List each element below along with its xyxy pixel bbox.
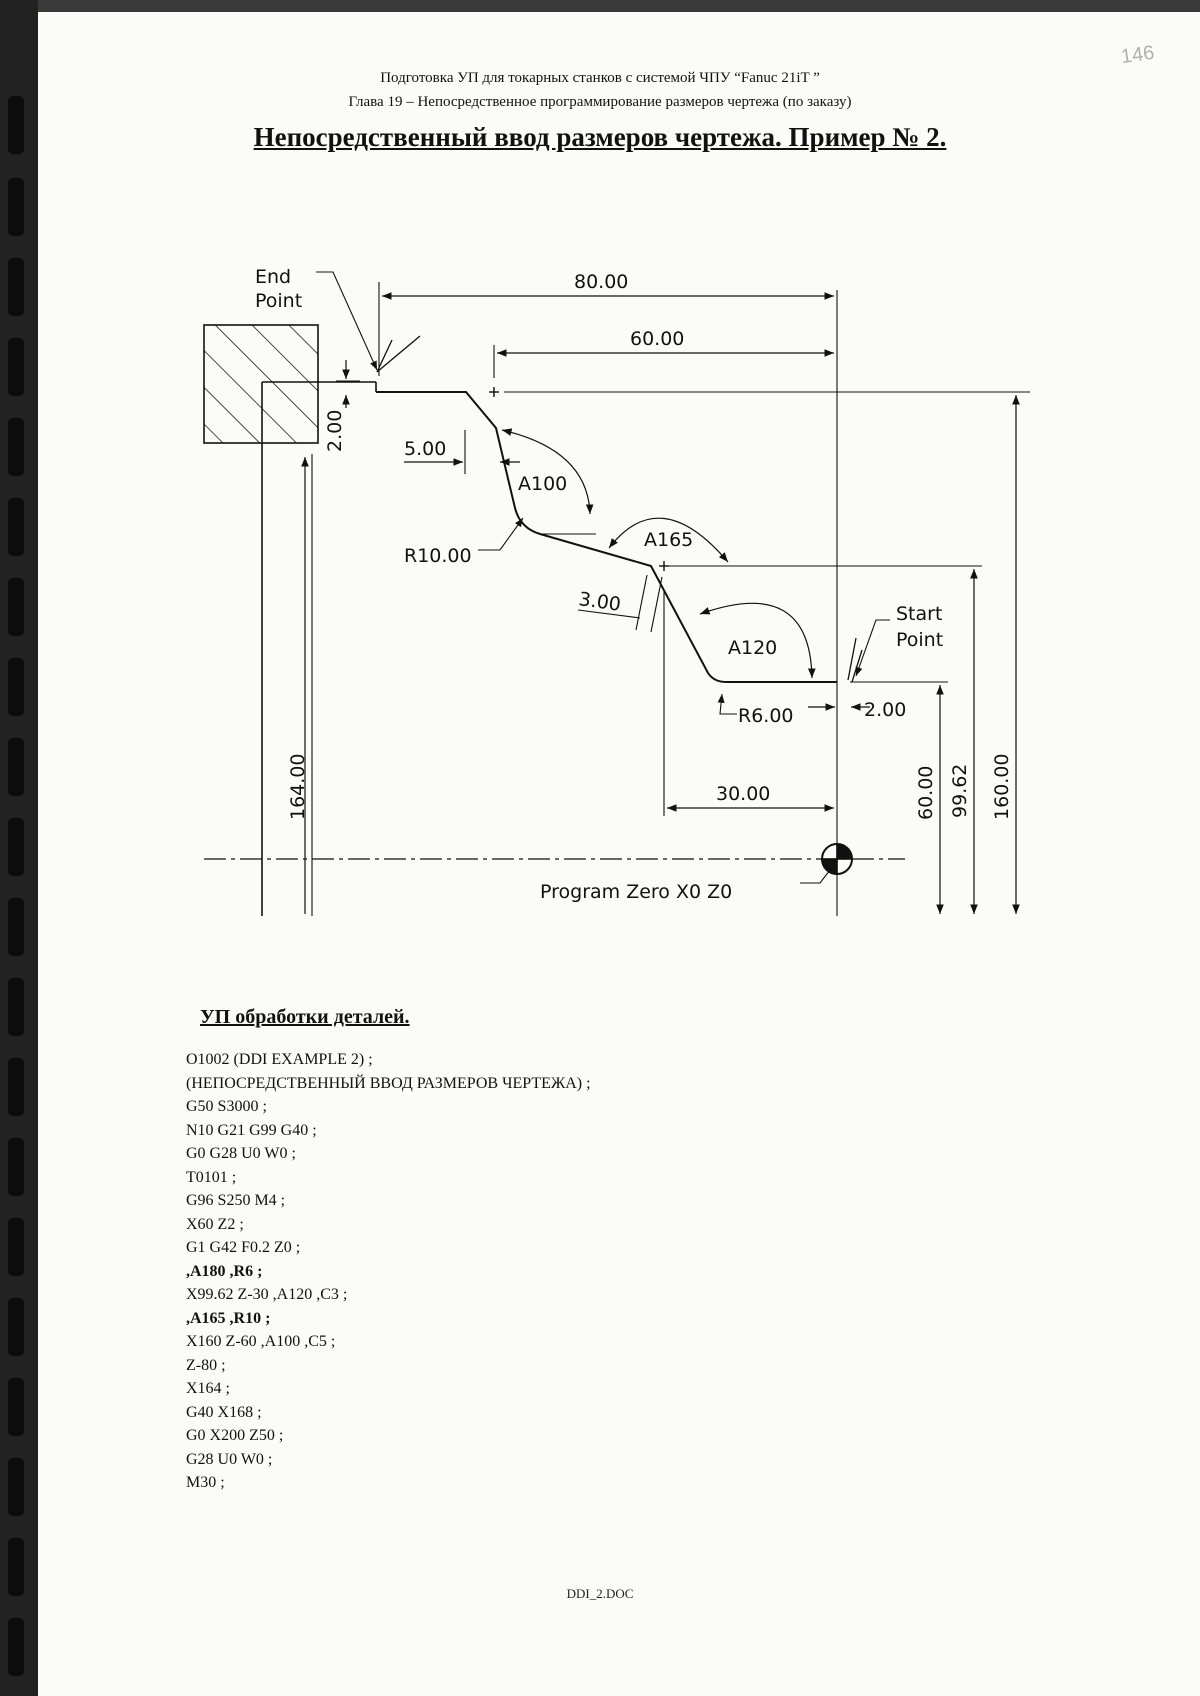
- footer-filename: DDI_2.DOC: [566, 1586, 634, 1601]
- code-line: G96 S250 M4 ;: [186, 1192, 286, 1209]
- code-line: X99.62 Z-30 ,A120 ,C3 ;: [186, 1286, 348, 1303]
- dim-5-label: 5.00: [404, 438, 446, 460]
- binding-hole: [8, 1218, 24, 1276]
- binding-hole: [8, 738, 24, 796]
- chuck-jaw: [203, 324, 319, 444]
- binding-hole: [8, 178, 24, 236]
- code-line: M30 ;: [186, 1474, 225, 1491]
- program-heading: УП обработки деталей.: [200, 1006, 410, 1028]
- code-line: N10 G21 G99 G40 ;: [186, 1121, 317, 1139]
- page-title-text: Непосредственный ввод размеров чертежа. …: [253, 122, 947, 152]
- code-line: X160 Z-60 ,A100 ,C5 ;: [186, 1333, 336, 1350]
- binding-hole: [8, 898, 24, 956]
- binding-hole: [8, 578, 24, 636]
- code-line: G1 G42 F0.2 Z0 ;: [186, 1239, 301, 1256]
- dim-60v-label: 60.00: [915, 766, 937, 820]
- code-line: (НЕПОСРЕДСТВЕННЫЙ ВВОД РАЗМЕРОВ ЧЕРТЕЖА)…: [186, 1074, 591, 1092]
- binding-hole: [8, 658, 24, 716]
- dim-60-label: 60.00: [630, 328, 684, 350]
- dim-2-right-label: 2.00: [864, 699, 906, 721]
- binding-strip: [0, 0, 38, 1696]
- code-line: X60 Z2 ;: [186, 1215, 244, 1233]
- technical-drawing: End Point Start Point 80.00 60.00 5.00 A…: [203, 266, 1030, 916]
- code-line: G0 G28 U0 W0 ;: [186, 1145, 296, 1162]
- binding-hole: [8, 1618, 24, 1676]
- angle-a165-arc: [608, 517, 729, 563]
- binding-hole: [8, 338, 24, 396]
- dim-2-left-label: 2.00: [324, 410, 346, 452]
- angle-a120-label: A120: [728, 637, 777, 659]
- code-line: Z-80 ;: [186, 1356, 226, 1374]
- dim-9962-label: 99.62: [949, 764, 971, 818]
- page-title: Непосредственный ввод размеров чертежа. …: [0, 122, 1200, 153]
- end-point-label: End: [255, 266, 291, 288]
- binding-hole: [8, 498, 24, 556]
- dim-80-label: 80.00: [574, 271, 628, 293]
- binding-hole: [8, 1298, 24, 1356]
- code-line: O1002 (DDI EXAMPLE 2) ;: [186, 1051, 373, 1068]
- program-listing: O1002 (DDI EXAMPLE 2) ; (НЕПОСРЕДСТВЕННЫЙ…: [186, 1048, 591, 1495]
- dim-30-label: 30.00: [716, 783, 770, 805]
- code-line: G50 S3000 ;: [186, 1098, 267, 1115]
- binding-hole: [8, 1538, 24, 1596]
- binding-hole: [8, 96, 24, 154]
- angle-a100-arc: [501, 428, 594, 515]
- code-line: X164 ;: [186, 1380, 230, 1397]
- start-point-label: Point: [896, 629, 943, 651]
- binding-hole: [8, 1458, 24, 1516]
- start-point-label: Start: [896, 603, 942, 625]
- chamfer-3-label: 3.00: [577, 588, 622, 616]
- code-line: ,A180 ,R6 ;: [186, 1262, 263, 1280]
- chapter-title: Глава 19 – Непосредственное программиров…: [348, 94, 852, 110]
- dim-164-label: 164.00: [287, 754, 309, 820]
- radius-r6-label: R6.00: [738, 705, 794, 727]
- code-line: G40 X168 ;: [186, 1403, 262, 1421]
- radius-r10-label: R10.00: [404, 545, 472, 567]
- code-line: T0101 ;: [186, 1168, 237, 1186]
- header-subtitle: Подготовка УП для токарных станков с сис…: [380, 70, 820, 86]
- code-line: G0 X200 Z50 ;: [186, 1427, 284, 1444]
- binding-hole: [8, 1378, 24, 1436]
- program-zero-label: Program Zero X0 Z0: [540, 881, 732, 903]
- angle-a165-label: A165: [644, 529, 693, 551]
- binding-hole: [8, 1138, 24, 1196]
- code-line: ,A165 ,R10 ;: [186, 1309, 271, 1327]
- binding-hole: [8, 1058, 24, 1116]
- angle-a100-label: A100: [518, 473, 567, 495]
- binding-hole: [8, 978, 24, 1036]
- dim-160-label: 160.00: [991, 754, 1013, 820]
- code-line: G28 U0 W0 ;: [186, 1450, 273, 1468]
- binding-hole: [8, 818, 24, 876]
- binding-hole: [8, 418, 24, 476]
- binding-hole: [8, 258, 24, 316]
- end-point-label: Point: [255, 290, 302, 312]
- angle-a120-arc: [699, 602, 816, 679]
